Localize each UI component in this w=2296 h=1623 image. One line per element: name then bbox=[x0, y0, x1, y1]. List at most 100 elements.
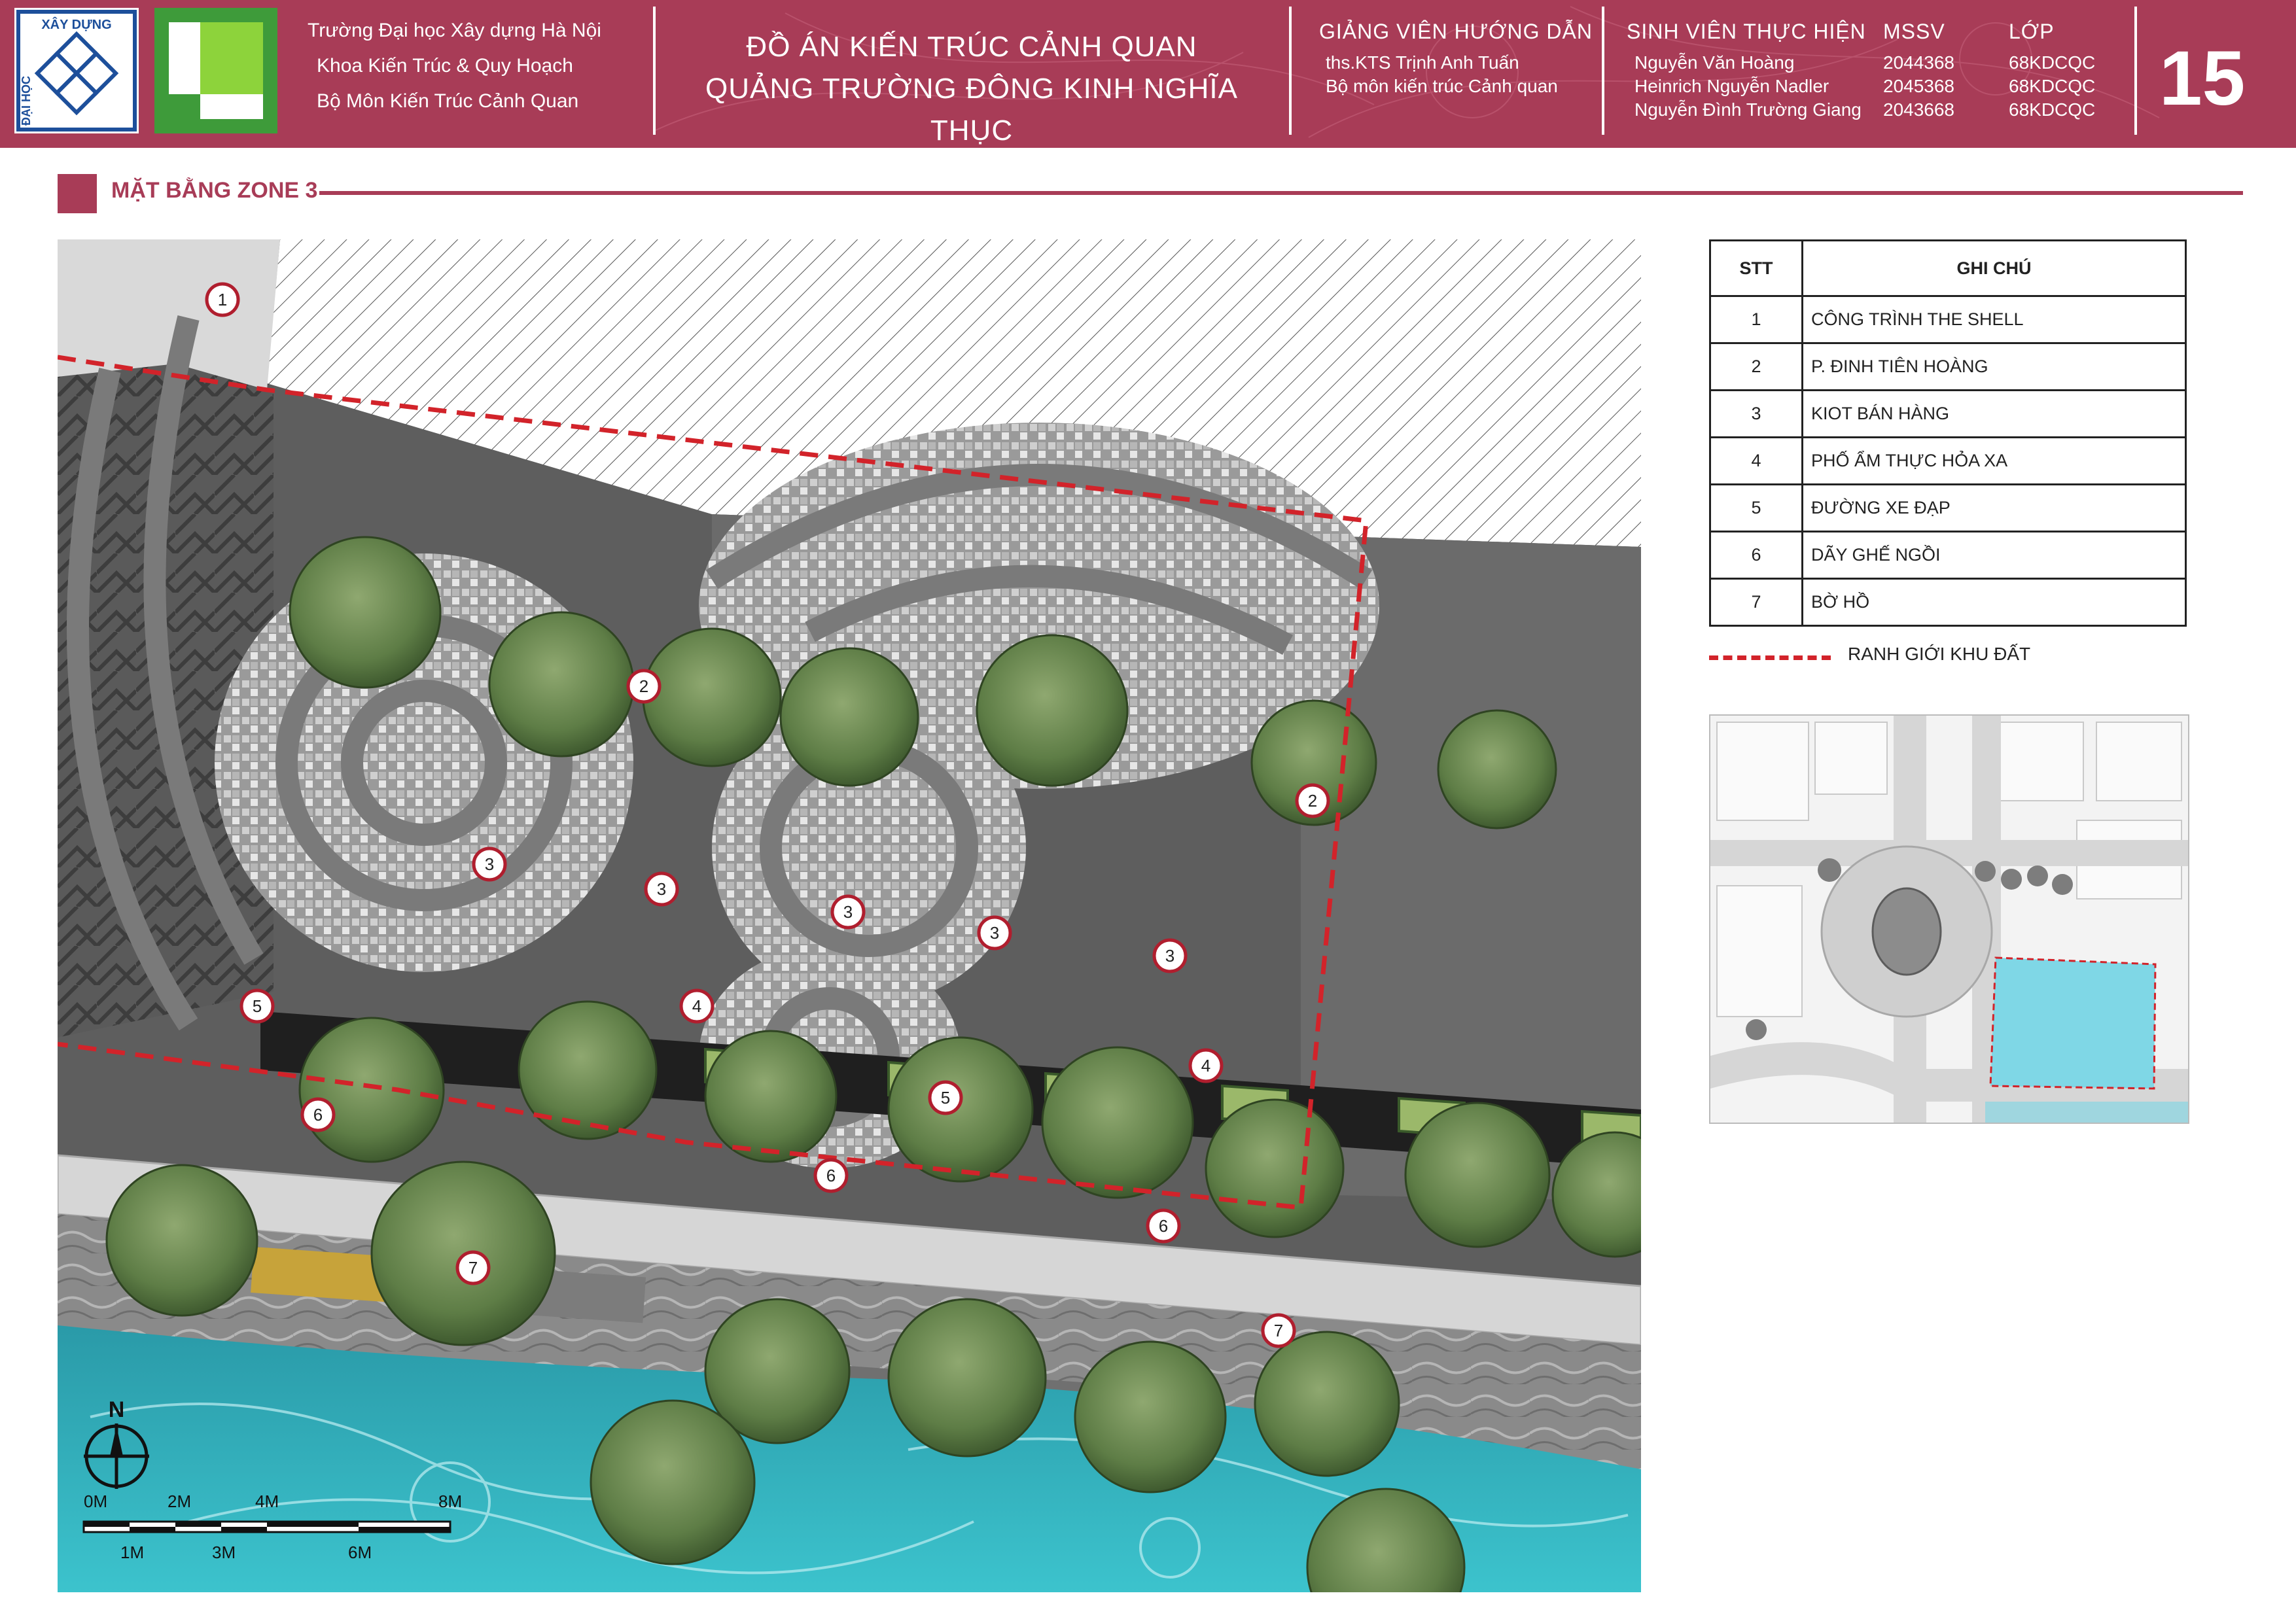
header-bar: XÂY DỰNG ĐẠI HỌC Trường Đại học Xây dựng… bbox=[0, 0, 2296, 148]
legend-text: BỜ HỒ bbox=[1801, 578, 2187, 627]
department-name: Bộ Môn Kiến Trúc Cảnh Quan bbox=[317, 90, 579, 112]
faculty-name: Khoa Kiến Trúc & Quy Hoạch bbox=[317, 55, 573, 77]
student-name: Nguyễn Đình Trường Giang bbox=[1634, 99, 1862, 120]
marker-label: 3 bbox=[1165, 946, 1174, 966]
student-class: 68KDCQC bbox=[2009, 52, 2096, 73]
legend-text: ĐƯỜNG XE ĐẠP bbox=[1801, 483, 2187, 532]
id-heading: MSSV bbox=[1883, 20, 1945, 43]
marker-label: 3 bbox=[990, 923, 999, 943]
marker-label: 7 bbox=[468, 1258, 478, 1278]
marker-3: 3 bbox=[830, 894, 866, 930]
marker-label: 6 bbox=[313, 1105, 323, 1125]
marker-label: 4 bbox=[692, 996, 701, 1016]
university-name: Trường Đại học Xây dựng Hà Nội bbox=[308, 20, 601, 41]
site-plan: 1 2 2 3 3 3 3 3 4 4 5 5 6 6 6 7 7 N bbox=[58, 239, 1641, 1592]
marker-label: 2 bbox=[639, 676, 648, 696]
marker-6: 6 bbox=[300, 1097, 336, 1132]
project-title: ĐỒ ÁN KIẾN TRÚC CẢNH QUAN QUẢNG TRƯỜNG Đ… bbox=[661, 26, 1282, 152]
marker-label: 7 bbox=[1274, 1321, 1283, 1340]
logo-top-text: XÂY DỰNG bbox=[41, 16, 111, 32]
legend-number: 2 bbox=[1709, 342, 1803, 391]
header-divider bbox=[653, 7, 656, 135]
legend-text: KIOT BÁN HÀNG bbox=[1801, 389, 2187, 438]
marker-3: 3 bbox=[1152, 938, 1188, 973]
marker-label: 5 bbox=[253, 996, 262, 1016]
marker-6: 6 bbox=[1146, 1208, 1181, 1244]
project-title-line-1: ĐỒ ÁN KIẾN TRÚC CẢNH QUAN bbox=[746, 31, 1197, 63]
site-boundary bbox=[58, 355, 1369, 1210]
marker-label: 2 bbox=[1308, 791, 1317, 811]
legend-number: 4 bbox=[1709, 436, 1803, 485]
students-heading: SINH VIÊN THỰC HIỆN bbox=[1627, 20, 1866, 43]
header-divider bbox=[1602, 7, 1604, 135]
header-divider bbox=[1289, 7, 1292, 135]
scale-label: 6M bbox=[348, 1543, 372, 1562]
key-map bbox=[1709, 714, 2189, 1124]
legend-number: 6 bbox=[1709, 531, 1803, 580]
marker-label: 3 bbox=[485, 854, 494, 874]
legend-number: 7 bbox=[1709, 578, 1803, 627]
marker-6: 6 bbox=[813, 1158, 849, 1193]
section-title: MẶT BẰNG ZONE 3 bbox=[111, 178, 318, 203]
project-title-line-2: QUẢNG TRƯỜNG ĐÔNG KINH NGHĨA THỤC bbox=[705, 73, 1238, 147]
instructor-heading: GIẢNG VIÊN HƯỚNG DẪN bbox=[1319, 20, 1593, 43]
page-number: 15 bbox=[2159, 35, 2246, 122]
north-arrow: N bbox=[84, 1397, 149, 1489]
marker-4: 4 bbox=[679, 988, 715, 1024]
faculty-logo bbox=[154, 8, 277, 133]
student-id-block: MSSV 2044368 2045368 2043668 bbox=[1883, 20, 1994, 122]
header-divider bbox=[2134, 7, 2137, 135]
section-square bbox=[58, 174, 97, 213]
legend-header-note: GHI CHÚ bbox=[1801, 239, 2187, 297]
student-id: 2044368 bbox=[1883, 52, 1955, 73]
section-rule bbox=[319, 191, 2243, 195]
legend-text: DÃY GHẾ NGỒI bbox=[1801, 531, 2187, 580]
scale-label: 1M bbox=[120, 1543, 144, 1562]
scale-label: 8M bbox=[438, 1492, 462, 1511]
site-plan-drawing: 1 2 2 3 3 3 3 3 4 4 5 5 6 6 6 7 7 N bbox=[58, 239, 1641, 1592]
marker-3: 3 bbox=[977, 915, 1012, 951]
university-lines: Trường Đại học Xây dựng Hà Nội Khoa Kiến… bbox=[308, 13, 648, 119]
marker-label: 3 bbox=[657, 879, 666, 899]
marker-label: 5 bbox=[941, 1088, 950, 1108]
class-heading: LỚP bbox=[2009, 20, 2055, 43]
plan-markers: 1 2 2 3 3 3 3 3 4 4 5 5 6 6 6 7 7 bbox=[205, 282, 1330, 1348]
university-logo-mark: XÂY DỰNG ĐẠI HỌC bbox=[16, 10, 137, 131]
legend-number: 5 bbox=[1709, 483, 1803, 532]
legend-header-row: STT GHI CHÚ bbox=[1709, 239, 2187, 297]
student-class: 68KDCQC bbox=[2009, 99, 2096, 120]
marker-3: 3 bbox=[472, 846, 507, 882]
marker-1: 1 bbox=[205, 282, 240, 317]
legend-text: P. ĐINH TIÊN HOÀNG bbox=[1801, 342, 2187, 391]
boundary-legend: RANH GIỚI KHU ĐẤT bbox=[1709, 644, 2167, 670]
scale-label: 3M bbox=[212, 1543, 236, 1562]
legend-text: CÔNG TRÌNH THE SHELL bbox=[1801, 295, 2187, 344]
instructor-name: ths.KTS Trịnh Anh Tuấn bbox=[1326, 52, 1519, 73]
key-map-drawing bbox=[1710, 716, 2188, 1123]
scale-label: 2M bbox=[168, 1492, 191, 1511]
boundary-dash-sample bbox=[1709, 655, 1831, 660]
turtle-icon bbox=[1871, 887, 1942, 976]
scale-bar: 0M 2M 4M 8M 1M 3M 6M bbox=[82, 1492, 462, 1562]
trees bbox=[105, 536, 1641, 1592]
marker-label: 1 bbox=[218, 290, 227, 309]
legend-text: PHỐ ẨM THỰC HỎA XA bbox=[1801, 436, 2187, 485]
student-class: 68KDCQC bbox=[2009, 76, 2096, 96]
scale-label: 0M bbox=[84, 1492, 107, 1511]
marker-5: 5 bbox=[928, 1080, 963, 1115]
university-logo: XÂY DỰNG ĐẠI HỌC bbox=[14, 8, 139, 133]
logo-side-text: ĐẠI HỌC bbox=[20, 76, 33, 126]
building-block bbox=[267, 239, 1641, 547]
legend-number: 3 bbox=[1709, 389, 1803, 438]
marker-5: 5 bbox=[239, 988, 275, 1024]
student-name: Nguyễn Văn Hoàng bbox=[1634, 52, 1795, 73]
marker-2: 2 bbox=[1295, 783, 1330, 818]
boundary-label: RANH GIỚI KHU ĐẤT bbox=[1848, 644, 2031, 664]
marker-label: 6 bbox=[1159, 1216, 1168, 1236]
